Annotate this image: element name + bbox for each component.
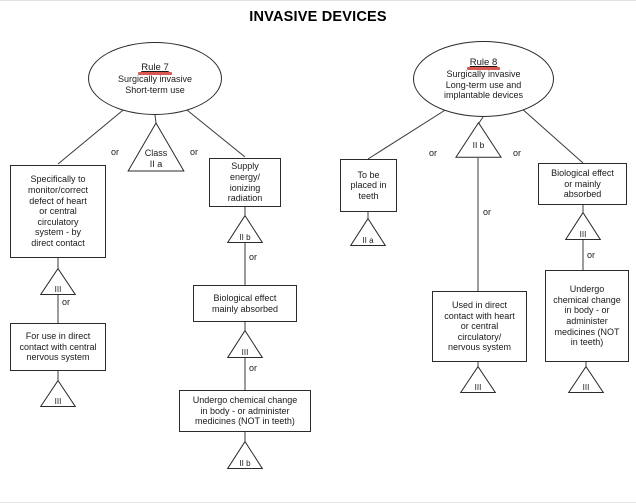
rule7-right-box-3: Undergo chemical change in body - or adm… [179, 390, 311, 432]
rule8-title: Rule 8 [466, 56, 501, 70]
rule8-right-box-1: Biological effect or mainly absorbed [538, 163, 627, 205]
class-label: II b [239, 458, 251, 468]
class-iii-triangle: III [40, 268, 76, 295]
class-iia-triangle: II a [350, 218, 386, 246]
or-label: or [249, 363, 258, 373]
or-label: or [111, 147, 120, 157]
or-label: or [190, 147, 199, 157]
or-label: or [429, 148, 438, 158]
class-label: III [241, 347, 249, 357]
rule8-title-text: Rule 8 [469, 56, 498, 68]
rule7-title: Rule 7 [138, 61, 172, 75]
class-iii-triangle: III [565, 212, 601, 240]
rule7-root-class-triangle: Class II a [127, 122, 185, 172]
triangle-shape [40, 268, 76, 295]
or-label: or [513, 148, 522, 158]
class-iii-triangle: III [227, 330, 263, 358]
class-iib-triangle: II b [227, 215, 263, 243]
or-label: or [62, 297, 71, 307]
rule8-right-box-1-text: Biological effect or mainly absorbed [551, 168, 614, 200]
class-label: III [579, 229, 587, 239]
class-label: III [474, 382, 482, 392]
rule7-title-text: Rule 7 [141, 61, 169, 73]
rule8-right-box-2: Undergo chemical change in body - or adm… [545, 270, 629, 362]
red-underline-mark [138, 71, 172, 75]
rule7-left-box-2-text: For use in direct contact with central n… [19, 331, 97, 363]
red-underline-mark [466, 66, 501, 70]
triangle-shape [568, 366, 604, 393]
rule7-root-class-label: Class II a [144, 148, 168, 169]
triangle-shape [460, 366, 496, 393]
rule8-right-box-2-text: Undergo chemical change in body - or adm… [553, 284, 621, 348]
triangle-shape [455, 122, 502, 158]
class-label: II a [362, 235, 374, 245]
class-iib-triangle: II b [227, 441, 263, 469]
triangle-shape [227, 215, 263, 243]
page-title: INVASIVE DEVICES [249, 9, 387, 25]
rule7-ellipse: Rule 7 Surgically invasive Short-term us… [88, 42, 222, 115]
rule8-root-class-label: II b [472, 140, 485, 151]
rule8-left-box-1: To be placed in teeth [340, 159, 397, 212]
class-label: III [54, 284, 62, 294]
rule7-right-box-1-text: Supply energy/ ionizing radiation [227, 161, 263, 204]
class-label: III [54, 396, 62, 406]
triangle-shape [227, 330, 263, 358]
rule8-middle-box-1-text: Used in direct contact with heart or cen… [444, 299, 515, 353]
triangle-shape [40, 380, 76, 407]
rule8-middle-box-1: Used in direct contact with heart or cen… [432, 291, 527, 362]
class-label: III [582, 382, 590, 392]
rule7-description: Surgically invasive Short-term use [117, 73, 193, 95]
rule7-right-box-2: Biological effect mainly absorbed [193, 285, 297, 322]
or-label: or [249, 252, 258, 262]
triangle-shape [227, 441, 263, 469]
rule7-left-box-1: Specifically to monitor/correct defect o… [10, 165, 106, 258]
rule8-ellipse: Rule 8 Surgically invasive Long-term use… [413, 41, 554, 117]
class-label: II b [239, 232, 251, 242]
or-label: or [483, 207, 492, 217]
rule7-right-box-2-text: Biological effect mainly absorbed [211, 292, 279, 314]
class-iii-triangle: III [460, 366, 496, 393]
rule8-root-class-triangle: II b [455, 122, 502, 158]
rule8-left-box-1-text: To be placed in teeth [350, 169, 387, 201]
class-iii-triangle: III [568, 366, 604, 393]
triangle-shape [350, 218, 386, 246]
rule8-description: Surgically invasive Long-term use and im… [443, 68, 524, 101]
rule7-right-box-3-text: Undergo chemical change in body - or adm… [192, 395, 298, 427]
rule7-left-box-2: For use in direct contact with central n… [10, 323, 106, 371]
triangle-shape [565, 212, 601, 240]
rule7-right-box-1: Supply energy/ ionizing radiation [209, 158, 281, 207]
or-label: or [587, 250, 596, 260]
class-iii-triangle: III [40, 380, 76, 407]
rule7-left-box-1-text: Specifically to monitor/correct defect o… [27, 174, 89, 249]
triangle-shape [127, 122, 185, 172]
